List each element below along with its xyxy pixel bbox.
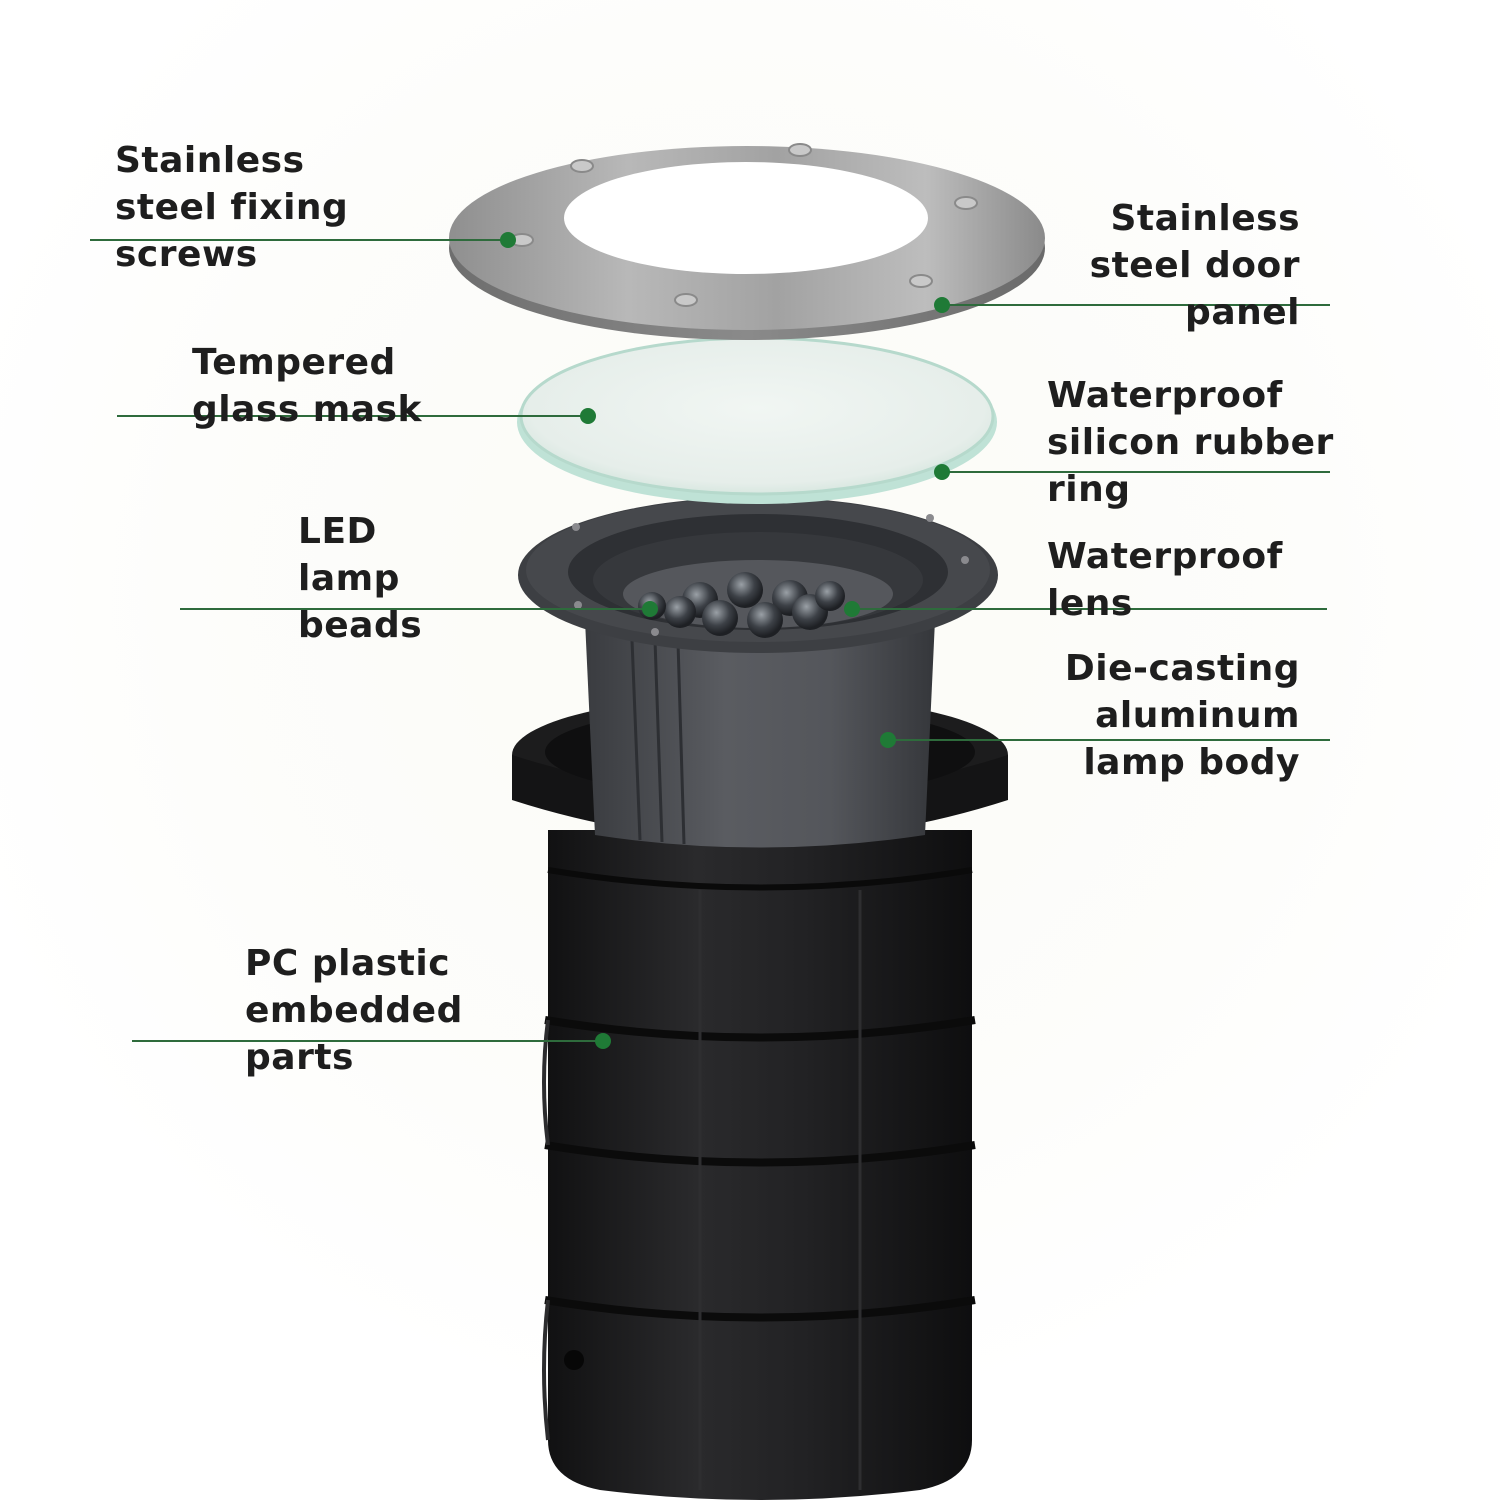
leader-dot-lamp-body — [880, 732, 896, 748]
leader-dot-led-beads — [642, 601, 658, 617]
led-cluster — [638, 572, 845, 638]
leader-dot-door-panel — [934, 297, 950, 313]
leader-dot-lens — [844, 601, 860, 617]
leader-dot-rubber-ring — [934, 464, 950, 480]
leader-dot-glass-mask — [580, 408, 596, 424]
leader-lines — [90, 232, 1330, 1049]
leader-dot-embedded-parts — [595, 1033, 611, 1049]
leader-dot-fixing-screws — [500, 232, 516, 248]
glass-disc — [517, 336, 997, 504]
steel-panel — [449, 143, 1045, 340]
